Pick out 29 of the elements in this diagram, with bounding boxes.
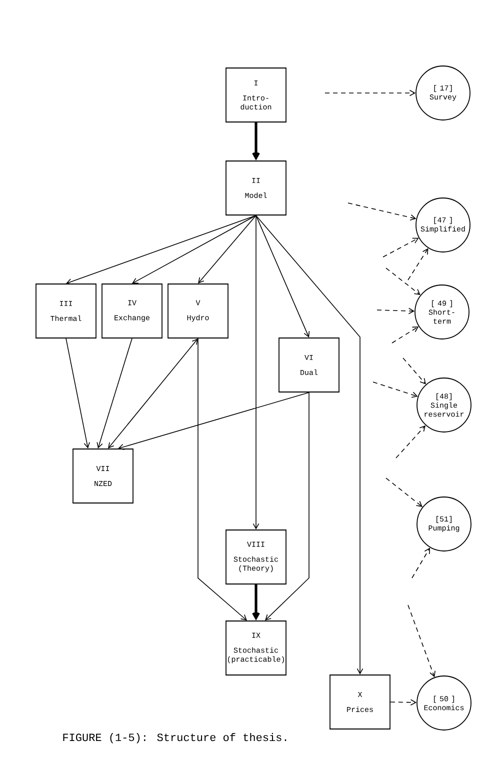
arrow [252, 122, 260, 161]
arrow [118, 392, 310, 450]
dashed-arrow [408, 604, 436, 678]
dashed-arrow [402, 358, 426, 384]
arrow [265, 392, 310, 621]
arrow [252, 215, 260, 530]
arrow [108, 338, 198, 449]
dashed-arrow [348, 202, 416, 221]
arrow [198, 338, 247, 621]
dashed-arrow [396, 425, 426, 458]
arrow [256, 215, 364, 675]
arrow [66, 338, 90, 449]
arrow [252, 584, 260, 621]
dashed-arrow [392, 326, 419, 344]
dashed-arrow [376, 308, 415, 314]
arrow [96, 338, 132, 449]
dashed-arrow [382, 238, 419, 258]
arrow [66, 215, 256, 285]
dashed-arrow [386, 268, 420, 296]
dashed-arrow [372, 382, 418, 398]
arrow [198, 215, 256, 284]
caption: FIGURE (1-5): Structure of thesis. [63, 733, 286, 744]
dashed-arrow [386, 478, 422, 507]
dashed-arrow [390, 699, 417, 706]
dashed-arrow [412, 548, 430, 578]
dashed-arrow [408, 248, 428, 280]
arrow [132, 215, 256, 284]
arrow [256, 215, 310, 338]
dashed-arrow [324, 90, 416, 96]
